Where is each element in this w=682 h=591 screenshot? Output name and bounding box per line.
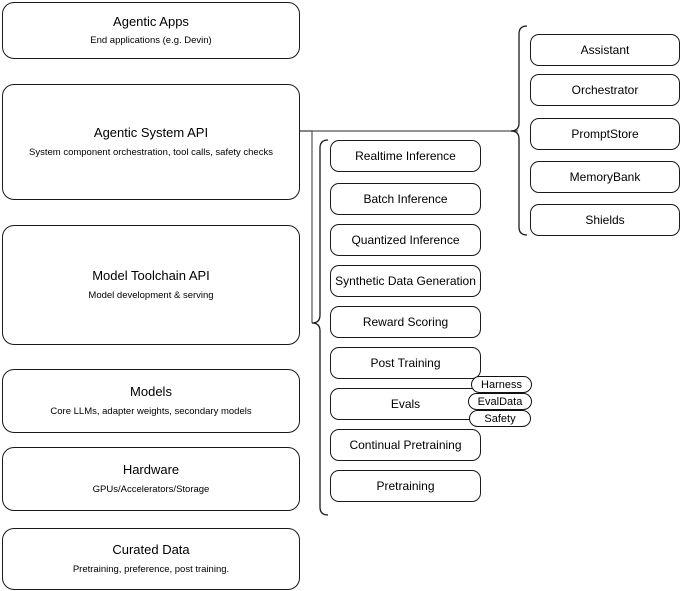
capability-batch-inference[interactable]: Batch Inference — [330, 183, 481, 215]
stack-layer-title: Curated Data — [112, 542, 190, 558]
stack-layer-subtitle: System component orchestration, tool cal… — [29, 146, 273, 158]
system-component-label: PromptStore — [571, 126, 639, 141]
eval-tag-label: Harness — [481, 378, 522, 391]
capability-continual-pretraining[interactable]: Continual Pretraining — [330, 429, 481, 461]
capability-realtime-inference[interactable]: Realtime Inference — [330, 140, 481, 172]
eval-tag-safety[interactable]: Safety — [469, 410, 531, 427]
system-component-label: Shields — [585, 212, 625, 227]
system-component-assistant[interactable]: Assistant — [530, 34, 680, 66]
eval-tag-evaldata[interactable]: EvalData — [468, 393, 532, 410]
system-component-label: MemoryBank — [569, 169, 641, 184]
capability-synthetic-data-generation[interactable]: Synthetic Data Generation — [330, 265, 481, 297]
stack-layer-subtitle: Core LLMs, adapter weights, secondary mo… — [50, 405, 252, 417]
stack-layer-agentic-system-api[interactable]: Agentic System API System component orch… — [2, 84, 300, 200]
system-component-memorybank[interactable]: MemoryBank — [530, 161, 680, 193]
system-component-promptstore[interactable]: PromptStore — [530, 118, 680, 150]
capability-label: Batch Inference — [363, 191, 448, 206]
capability-quantized-inference[interactable]: Quantized Inference — [330, 224, 481, 256]
eval-tag-label: Safety — [484, 412, 516, 425]
capability-evals[interactable]: Evals — [330, 388, 481, 420]
stack-layer-title: Hardware — [122, 462, 180, 478]
stack-layer-model-toolchain-api[interactable]: Model Toolchain API Model development & … — [2, 225, 300, 345]
capability-label: Reward Scoring — [362, 314, 449, 329]
stack-layer-subtitle: Pretraining, preference, post training. — [72, 563, 230, 575]
system-component-label: Assistant — [580, 42, 630, 57]
stack-layer-models[interactable]: Models Core LLMs, adapter weights, secon… — [2, 369, 300, 433]
stack-layer-title: Agentic System API — [93, 125, 209, 141]
capability-label: Post Training — [370, 355, 441, 370]
capability-label: Evals — [390, 396, 421, 411]
stack-layer-subtitle: End applications (e.g. Devin) — [90, 35, 212, 47]
capability-label: Realtime Inference — [355, 148, 456, 163]
capability-pretraining[interactable]: Pretraining — [330, 470, 481, 502]
capability-label: Quantized Inference — [351, 232, 460, 247]
stack-layer-subtitle: GPUs/Accelerators/Storage — [92, 483, 210, 495]
capability-post-training[interactable]: Post Training — [330, 347, 481, 379]
stack-layer-title: Model Toolchain API — [92, 268, 210, 284]
system-component-orchestrator[interactable]: Orchestrator — [530, 74, 680, 106]
capability-label: Synthetic Data Generation — [335, 273, 476, 288]
capability-reward-scoring[interactable]: Reward Scoring — [330, 306, 481, 338]
stack-layer-subtitle: Model development & serving — [88, 289, 214, 301]
stack-layer-title: Models — [130, 384, 172, 400]
system-component-shields[interactable]: Shields — [530, 204, 680, 236]
stack-layer-hardware[interactable]: Hardware GPUs/Accelerators/Storage — [2, 447, 300, 511]
system-component-label: Orchestrator — [571, 82, 639, 97]
capability-label: Pretraining — [376, 478, 435, 493]
capability-label: Continual Pretraining — [349, 437, 462, 452]
eval-tag-harness[interactable]: Harness — [471, 376, 532, 393]
stack-layer-title: Agentic Apps — [113, 13, 189, 29]
stack-layer-curated-data[interactable]: Curated Data Pretraining, preference, po… — [2, 528, 300, 590]
stack-layer-agentic-apps[interactable]: Agentic Apps End applications (e.g. Devi… — [2, 2, 300, 59]
eval-tag-label: EvalData — [477, 395, 523, 408]
